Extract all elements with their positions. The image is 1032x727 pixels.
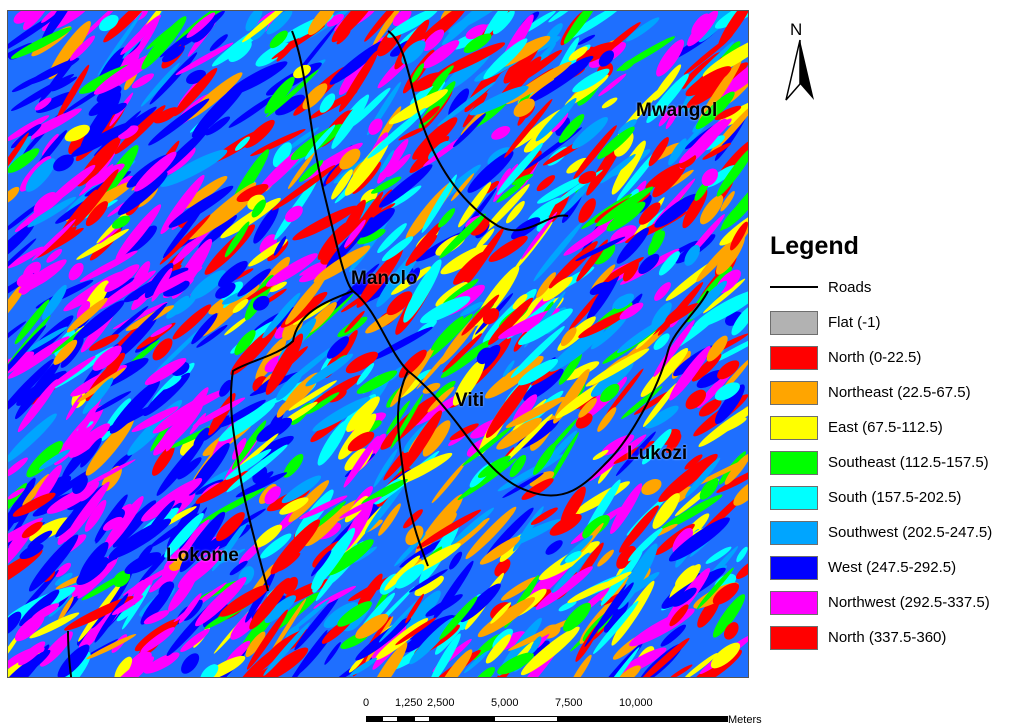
road-line-swatch [770, 275, 818, 299]
legend-item-label: North (337.5-360) [828, 629, 947, 646]
scale-bar-segment [558, 716, 622, 722]
aspect-map[interactable] [7, 10, 749, 678]
legend-item-label: North (0-22.5) [828, 349, 922, 366]
legend-item: North (0-22.5) [770, 340, 1032, 375]
scale-tick-label: 5,000 [491, 697, 519, 709]
road-line [387, 30, 569, 232]
place-label-manolo: Manolo [351, 268, 418, 289]
legend-item-label: West (247.5-292.5) [828, 559, 957, 576]
legend-item: South (157.5-202.5) [770, 480, 1032, 515]
road-line [397, 370, 429, 567]
north-arrow-label: N [790, 20, 803, 39]
legend-item: North (337.5-360) [770, 620, 1032, 655]
scale-bar-segment [414, 716, 430, 722]
legend-item-label: Northeast (22.5-67.5) [828, 384, 971, 401]
legend-item: Northeast (22.5-67.5) [770, 375, 1032, 410]
scale-bar-segment [622, 716, 728, 722]
legend-item: Southwest (202.5-247.5) [770, 515, 1032, 550]
scale-unit-label: Meters [728, 714, 762, 726]
scale-bar-segment [430, 716, 494, 722]
scale-tick-label: 0 [363, 697, 370, 709]
legend-swatch [770, 450, 818, 475]
place-label-lukozi: Lukozi [627, 443, 688, 464]
aspect-raster [8, 11, 748, 677]
legend-swatch [770, 625, 818, 650]
scale-bar-segment [382, 716, 398, 722]
legend: Legend Roads Flat (-1) North (0-22.5) Nort… [770, 232, 1032, 655]
legend-swatch [770, 310, 818, 335]
scale-tick-label: 10,000 [619, 697, 653, 709]
scale-tick-label: 2,500 [427, 697, 455, 709]
legend-item-label: Flat (-1) [828, 314, 881, 331]
place-label-mwangol: Mwangol [636, 100, 718, 121]
legend-swatch [770, 590, 818, 615]
scale-tick-label: 7,500 [555, 697, 583, 709]
legend-swatch [770, 520, 818, 545]
legend-swatch [770, 485, 818, 510]
scale-bar-segment [398, 716, 414, 722]
legend-item-label: Northwest (292.5-337.5) [828, 594, 990, 611]
road-line [291, 30, 709, 497]
legend-item-label: East (67.5-112.5) [828, 419, 943, 436]
legend-swatch [770, 380, 818, 405]
road-line [229, 290, 354, 592]
place-label-lokome: Lokome [166, 545, 239, 566]
legend-item: West (247.5-292.5) [770, 550, 1032, 585]
legend-swatch [770, 555, 818, 580]
place-label-viti: Viti [455, 390, 485, 411]
legend-item-label: Roads [828, 278, 872, 296]
road-line [67, 630, 73, 677]
legend-item-label: Southeast (112.5-157.5) [828, 454, 989, 471]
legend-item: East (67.5-112.5) [770, 410, 1032, 445]
scale-bar-segment [494, 716, 558, 722]
legend-item: Flat (-1) [770, 305, 1032, 340]
legend-swatch [770, 415, 818, 440]
scale-tick-label: 1,250 [395, 697, 423, 709]
legend-item-label: Southwest (202.5-247.5) [828, 524, 993, 541]
legend-item-label: South (157.5-202.5) [828, 489, 962, 506]
legend-swatch [770, 345, 818, 370]
north-arrow-icon [785, 39, 814, 101]
scale-bar-segment [366, 716, 382, 722]
legend-item: Southeast (112.5-157.5) [770, 445, 1032, 480]
legend-item: Northwest (292.5-337.5) [770, 585, 1032, 620]
legend-item-roads: Roads [770, 275, 1032, 299]
legend-title: Legend [770, 232, 859, 260]
